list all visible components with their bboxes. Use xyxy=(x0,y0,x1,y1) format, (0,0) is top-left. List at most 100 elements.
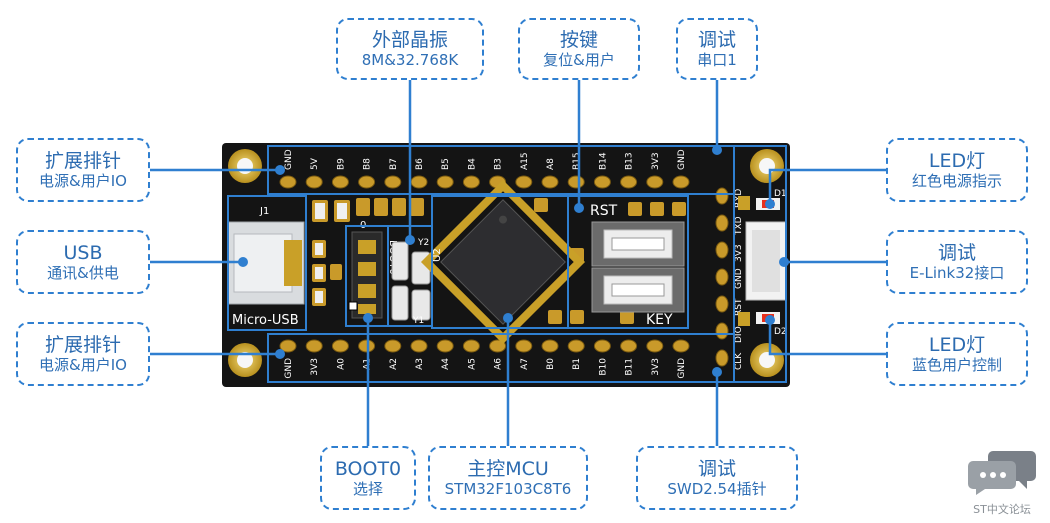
callout-mcu-title: 主控MCU xyxy=(467,457,549,480)
pin-label: GND xyxy=(284,149,294,170)
pin-label: A2 xyxy=(389,358,399,370)
callout-key-subtitle: 复位&用户 xyxy=(543,50,615,69)
pin-pad xyxy=(436,175,454,189)
callout-boot: BOOT0 选择 xyxy=(320,446,416,510)
pin-pad xyxy=(672,339,690,353)
pin-label: B8 xyxy=(363,158,373,170)
pin-pad xyxy=(541,175,559,189)
pin-label: A0 xyxy=(336,358,346,370)
pin-label: B10 xyxy=(598,358,608,376)
pin-pad xyxy=(593,175,611,189)
callout-swd-title: 调试 xyxy=(697,457,736,480)
callout-led-red-title: LED灯 xyxy=(928,149,986,172)
pin-pad xyxy=(567,339,585,353)
callout-usb-title: USB xyxy=(63,241,103,264)
pin-label: GND xyxy=(677,149,687,170)
callout-led-red-subtitle: 红色电源指示 xyxy=(911,171,1002,190)
pin-label: 3V3 xyxy=(651,358,661,376)
pin-pad xyxy=(567,175,585,189)
j1-label: J1 xyxy=(259,206,269,217)
callout-header-top-subtitle: 电源&用户IO xyxy=(39,171,127,190)
callout-elink-title: 调试 xyxy=(937,241,976,264)
callout-key: 按键 复位&用户 xyxy=(518,18,640,80)
pin-label: B1 xyxy=(572,358,582,370)
pin-label: B3 xyxy=(494,158,504,170)
pin-label: B14 xyxy=(598,152,608,170)
pin-pad xyxy=(305,339,323,353)
pin-pad xyxy=(672,175,690,189)
pin-pad xyxy=(515,339,533,353)
crystal-components xyxy=(391,241,431,321)
callout-uart: 调试 串口1 xyxy=(676,18,758,80)
pin-pad xyxy=(646,175,664,189)
pin-pad xyxy=(462,339,480,353)
pin-label: B6 xyxy=(415,158,425,170)
pin-pad xyxy=(358,339,376,353)
pin-pad xyxy=(279,339,297,353)
rst-label: RST xyxy=(590,203,618,219)
pin-label: CLK xyxy=(734,352,744,370)
pin-label: TXD xyxy=(734,216,744,236)
elink-connector xyxy=(745,221,787,301)
callout-key-title: 按键 xyxy=(559,28,598,51)
y2-label: Y2 xyxy=(417,238,429,248)
pin-pad xyxy=(436,339,454,353)
mounting-holes xyxy=(228,149,784,377)
callout-connectors xyxy=(150,80,886,446)
pin-label: 3V3 xyxy=(734,244,744,262)
callout-swd: 调试 SWD2.54插针 xyxy=(636,446,798,510)
callout-uart-subtitle: 串口1 xyxy=(697,50,737,69)
chat-bubbles-icon xyxy=(968,451,1036,495)
callout-elink-subtitle: E-Link32接口 xyxy=(909,263,1005,282)
key-label: KEY xyxy=(646,312,673,328)
pin-label: A8 xyxy=(546,158,556,170)
pin-pad xyxy=(410,339,428,353)
pin-pad xyxy=(331,175,349,189)
pin-pad xyxy=(279,175,297,189)
callout-usb-subtitle: 通讯&供电 xyxy=(47,263,119,282)
pin-pad xyxy=(541,339,559,353)
callout-usb: USB 通讯&供电 xyxy=(16,230,150,294)
pin-label: GND xyxy=(734,268,744,289)
pin-label: 3V3 xyxy=(651,152,661,170)
pin-label: GND xyxy=(677,358,687,379)
boot0-jumper xyxy=(348,231,383,319)
callout-led-blue-subtitle: 蓝色用户控制 xyxy=(911,355,1002,374)
micro-usb-label: Micro-USB xyxy=(232,313,299,328)
callout-led-blue: LED灯 蓝色用户控制 xyxy=(886,322,1028,386)
callout-header-bottom: 扩展排针 电源&用户IO xyxy=(16,322,150,386)
pin-label: B9 xyxy=(336,158,346,170)
pin-pad xyxy=(305,175,323,189)
d2-label: D2 xyxy=(774,327,787,337)
pin-label: A15 xyxy=(520,152,530,170)
pin-label: A7 xyxy=(520,358,530,370)
pin-label: RST xyxy=(734,298,744,316)
u2-label: U2 xyxy=(432,248,443,262)
pin-pad xyxy=(715,295,729,313)
pin-pad xyxy=(715,349,729,367)
pin-pad xyxy=(715,187,729,205)
pin-label: B15 xyxy=(572,152,582,170)
pin-label: A3 xyxy=(415,358,425,370)
pin-label: B4 xyxy=(467,158,477,170)
callout-crystal-subtitle: 8M&32.768K xyxy=(361,50,459,69)
pin-pad xyxy=(331,339,349,353)
callout-mcu-subtitle: STM32F103C8T6 xyxy=(444,479,572,498)
pin-pad xyxy=(620,175,638,189)
callout-elink: 调试 E-Link32接口 xyxy=(886,230,1028,294)
callout-crystal-title: 外部晶振 xyxy=(371,28,448,51)
tact-buttons xyxy=(591,221,685,313)
pin-label: B11 xyxy=(625,358,635,376)
callout-swd-subtitle: SWD2.54插针 xyxy=(667,479,767,498)
pin-label: 5V xyxy=(310,157,320,170)
smd-bodies xyxy=(315,203,347,303)
pin-pad xyxy=(715,241,729,259)
y1-label: Y1 xyxy=(412,316,424,326)
pin-label: B0 xyxy=(546,358,556,370)
watermark: ST中文论坛 xyxy=(962,449,1042,517)
callout-connector-dots xyxy=(238,145,789,377)
pin-label: A6 xyxy=(494,358,504,370)
